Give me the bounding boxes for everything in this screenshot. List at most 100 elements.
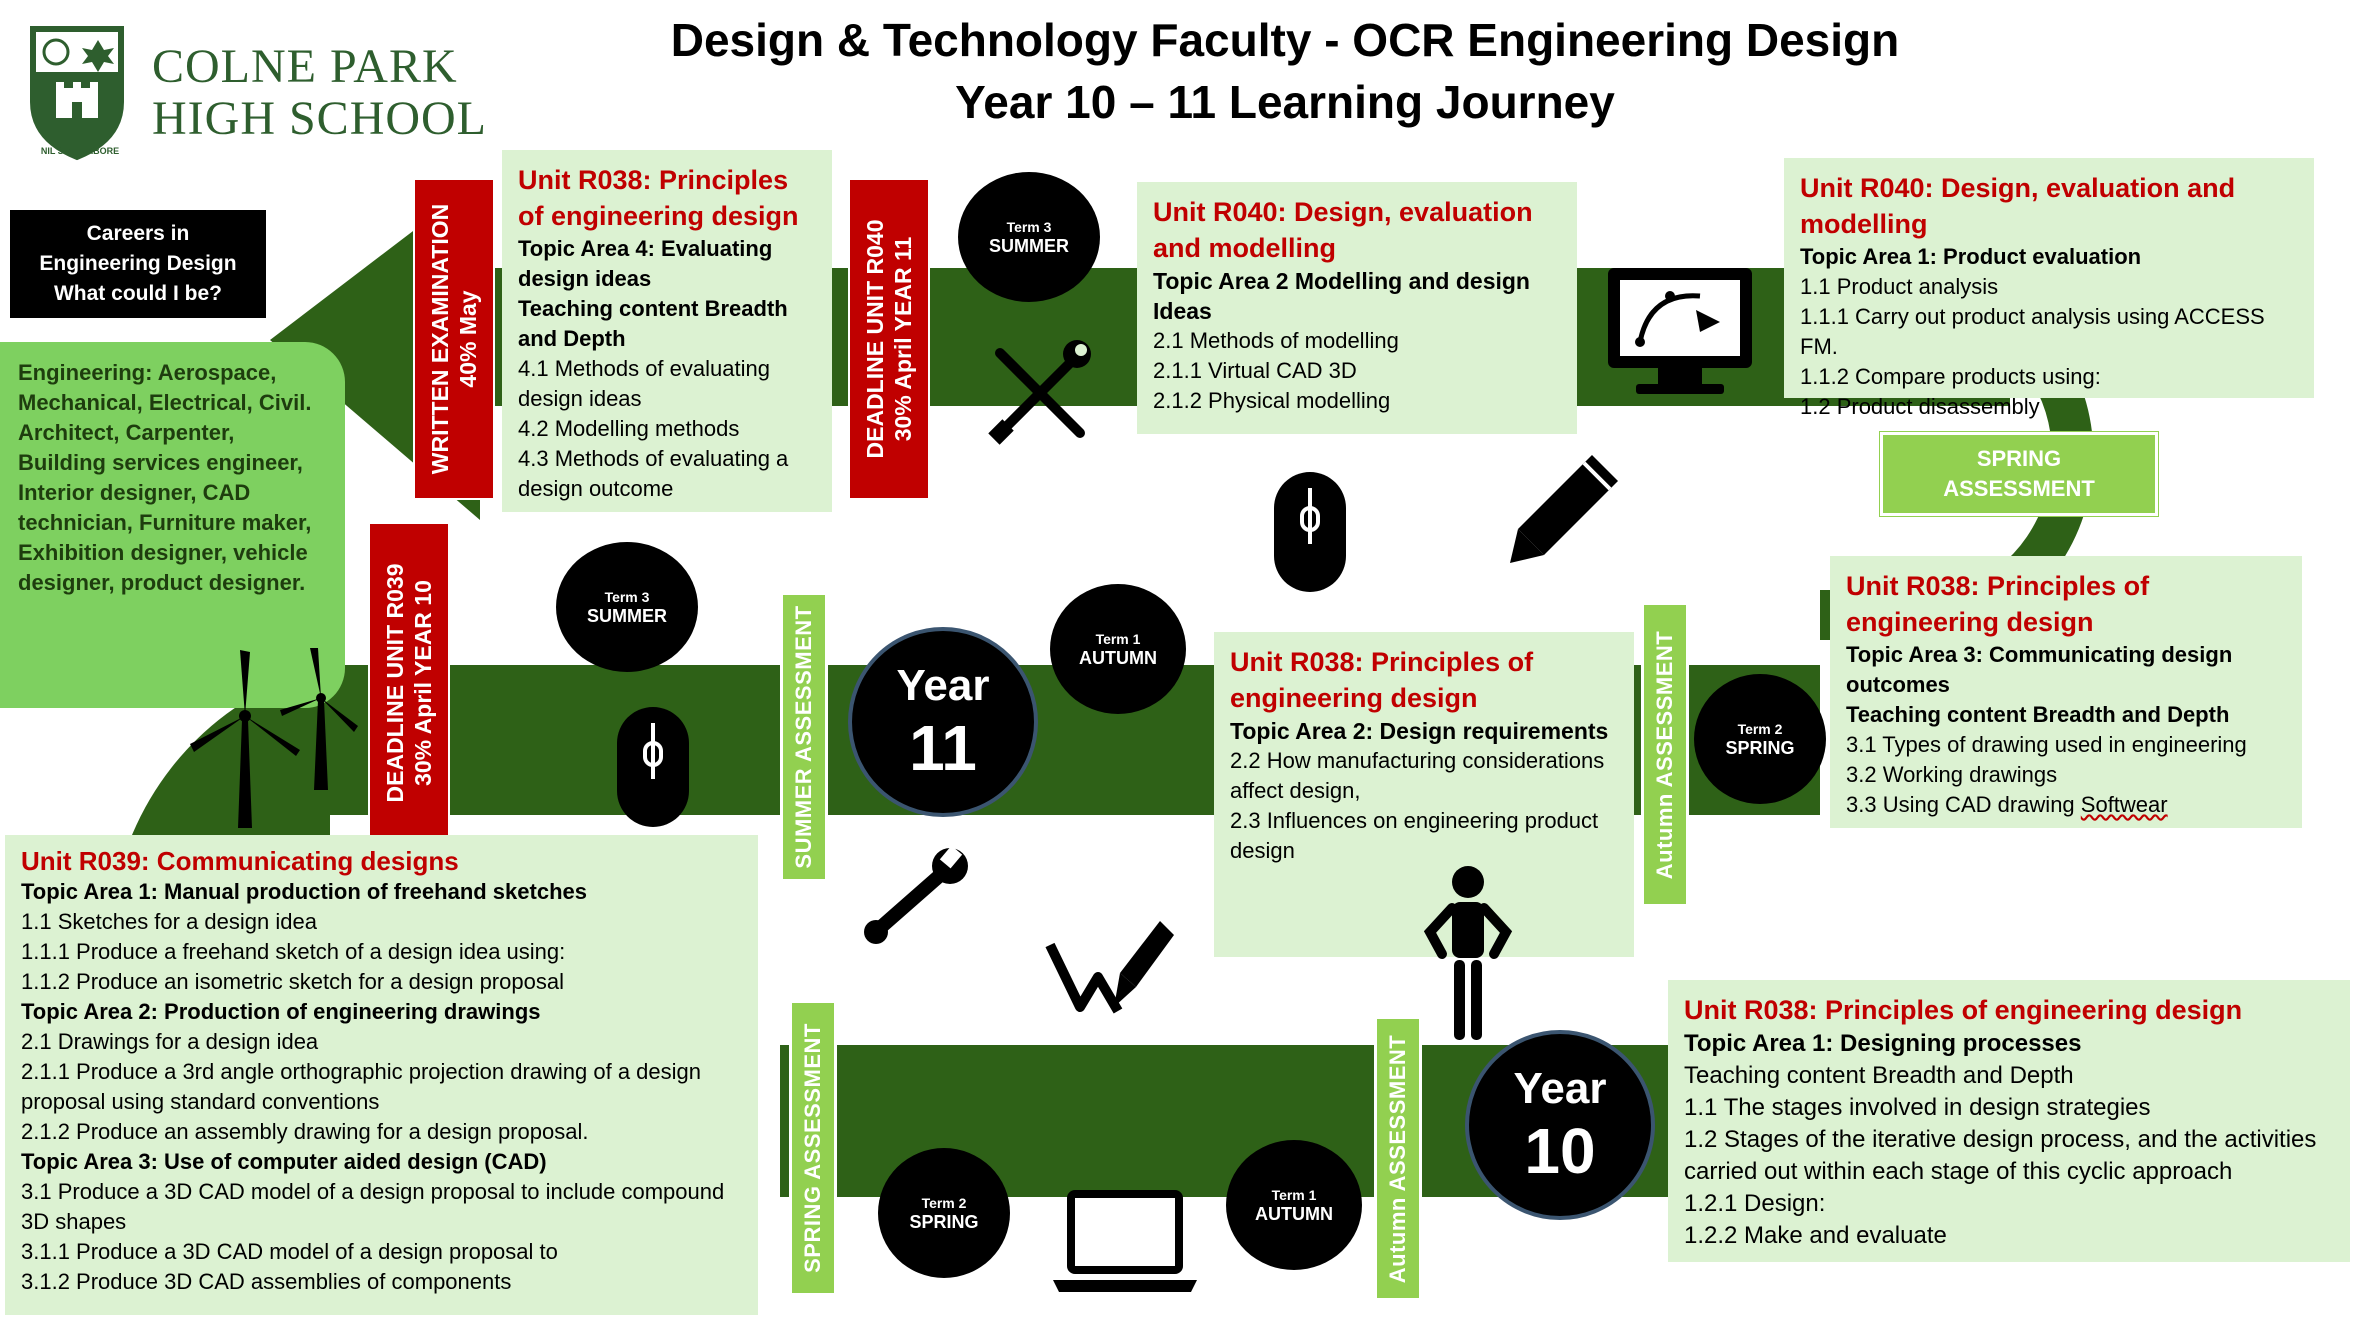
careers-title-line: Engineering Design (39, 252, 237, 275)
card-item: 1.2.1 Design: (1684, 1190, 1826, 1217)
card-r040-topic1: Unit R040: Design, evaluation and modell… (1784, 158, 2314, 419)
card-item: 2.1 Methods of modelling (1153, 328, 1399, 353)
year-number: 11 (909, 712, 977, 784)
assessment-label: Autumn ASSESSMENT (1385, 1034, 1410, 1283)
banner-line: 30% April YEAR 11 (890, 236, 916, 442)
card-item-text: 3.3 Using CAD drawing (1846, 792, 2081, 817)
card-item-misspelled: Softwear (2080, 792, 2168, 817)
computer-monitor-bezier-icon (1608, 268, 1752, 394)
card-item: 4.3 Methods of evaluating a design outco… (518, 446, 789, 501)
card-item: 2.3 Influences on engineering product de… (1230, 808, 1599, 863)
wrench-icon (864, 846, 968, 944)
term-season: SUMMER (587, 605, 667, 626)
card-item: 3.1.2 Produce 3D CAD assemblies of compo… (21, 1269, 512, 1294)
card-item: 1.1.1 Produce a freehand sketch of a des… (21, 939, 566, 964)
mouse-icon (1274, 472, 1346, 592)
term-number: Term 1 (1271, 1186, 1317, 1203)
card-item: 3.1.1 Produce a 3D CAD model of a design… (21, 1239, 558, 1264)
card-bold-line: Topic Area 4: Evaluating design ideas (518, 236, 773, 291)
card-item: 3.1 Types of drawing used in engineering (1846, 732, 2247, 757)
assessment-line: SPRING (1976, 446, 2062, 471)
banner-line: DEADLINE UNIT R040 (862, 219, 888, 459)
card-bold-line: Topic Area 1: Designing processes (1684, 1030, 2082, 1057)
term-number: Term 3 (604, 588, 650, 605)
assessment-line: ASSESSMENT (1943, 476, 2095, 501)
card-item: 1.1 The stages involved in design strate… (1684, 1094, 2151, 1121)
mannequin-icon (1423, 866, 1513, 1040)
year-label: Year (1513, 1064, 1607, 1113)
card-item: 1.2.2 Make and evaluate (1684, 1222, 1947, 1249)
card-r039: Unit R039: Communicating designs Topic A… (5, 835, 758, 1315)
careers-title-line: What could I be? (53, 282, 222, 305)
crest-icon (30, 26, 124, 161)
assessment-label: Autumn ASSESSMENT (1652, 630, 1677, 879)
mouse-icon (617, 707, 689, 827)
card-item: Topic Area 3: Use of computer aided desi… (21, 1149, 547, 1174)
card-item: Topic Area 1: Manual production of freeh… (21, 879, 587, 904)
card-bold-line: Topic Area 1: Product evaluation (1800, 244, 2142, 269)
card-item: 3.3 Using CAD drawing Softwear (1846, 790, 2286, 820)
spring-assessment-bottom: SPRING ASSESSMENT (789, 1000, 837, 1296)
careers-list: Engineering: Aerospace, Mechanical, Elec… (0, 342, 345, 708)
card-item: Topic Area 2: Production of engineering … (21, 999, 541, 1024)
card-item: 4.1 Methods of evaluating design ideas (518, 356, 770, 411)
card-item: 1.1 Sketches for a design idea (21, 909, 317, 934)
card-heading: Unit R040: Design, evaluation and modell… (1153, 197, 1533, 263)
term-number: Term 2 (921, 1194, 967, 1211)
assessment-label: SUMMER ASSESSMENT (791, 605, 816, 869)
term-season: AUTUMN (1255, 1203, 1333, 1224)
card-item: 4.2 Modelling methods (518, 416, 740, 441)
term-season: SPRING (1725, 737, 1795, 758)
pencil-icon (1510, 455, 1618, 563)
term-number: Term 1 (1095, 630, 1141, 647)
card-r038-topic3: Unit R038: Principles of engineering des… (1830, 556, 2302, 828)
wind-turbine-icon (190, 648, 358, 828)
term-number: Term 3 (1006, 218, 1052, 235)
card-r040-topic2: Unit R040: Design, evaluation and modell… (1137, 182, 1577, 434)
card-heading: Unit R038: Principles of engineering des… (1230, 647, 1534, 713)
card-bold-line: Teaching content Breadth and Depth (518, 296, 788, 351)
card-item: 2.1 Drawings for a design idea (21, 1029, 319, 1054)
autumn-assessment-bottom: Autumn ASSESSMENT (1374, 1016, 1422, 1301)
term-season: AUTUMN (1079, 647, 1157, 668)
card-item: 1.2 Product disassembly (1800, 394, 2040, 419)
summer-assessment: SUMMER ASSESSMENT (780, 592, 828, 882)
card-bold-line: Topic Area 3: Communicating design outco… (1846, 642, 2233, 697)
card-lines: Topic Area 1: Manual production of freeh… (21, 877, 742, 1297)
card-item: 2.1.1 Virtual CAD 3D (1153, 358, 1357, 383)
card-item: 3.1 Produce a 3D CAD model of a design p… (21, 1179, 725, 1234)
card-heading: Unit R038: Principles of engineering des… (1684, 995, 2243, 1025)
laptop-icon (1053, 1190, 1197, 1292)
careers-title-box: Careers in Engineering Design What could… (10, 210, 266, 318)
card-bold-line: Topic Area 2: Design requirements (1230, 718, 1609, 744)
card-heading: Unit R040: Design, evaluation and modell… (1800, 173, 2236, 239)
card-heading: Unit R038: Principles of engineering des… (1846, 571, 2150, 637)
assessment-label: SPRING ASSESSMENT (800, 1023, 825, 1273)
card-item: 2.1.2 Physical modelling (1153, 388, 1391, 413)
term-number: Term 2 (1737, 720, 1783, 737)
banner-line: WRITTEN EXAMINATION (427, 203, 453, 475)
card-item: 1.1.2 Produce an isometric sketch for a … (21, 969, 564, 994)
card-item: 1.1.2 Compare products using: (1800, 364, 2101, 389)
spring-assessment-top: SPRING ASSESSMENT (1879, 431, 2159, 517)
banner-line: 30% April YEAR 10 (410, 580, 436, 786)
school-motto: NIL SINE LABORE (40, 146, 120, 156)
card-item: 1.1 Product analysis (1800, 274, 1999, 299)
card-item: 2.1.1 Produce a 3rd angle orthographic p… (21, 1059, 702, 1114)
card-r038-topic1: Unit R038: Principles of engineering des… (1668, 980, 2350, 1262)
careers-list-text: Engineering: Aerospace, Mechanical, Elec… (18, 360, 312, 595)
card-item: 1.1.1 Carry out product analysis using A… (1800, 304, 2265, 359)
page-title-line1: Design & Technology Faculty - OCR Engine… (670, 14, 1900, 66)
card-item: 3.2 Working drawings (1846, 762, 2058, 787)
term-season: SUMMER (989, 235, 1069, 256)
card-heading: Unit R038: Principles of engineering des… (518, 165, 799, 231)
card-bold-line: Topic Area 2 Modelling and design Ideas (1153, 268, 1530, 324)
card-item: 2.2 How manufacturing considerations aff… (1230, 748, 1605, 803)
